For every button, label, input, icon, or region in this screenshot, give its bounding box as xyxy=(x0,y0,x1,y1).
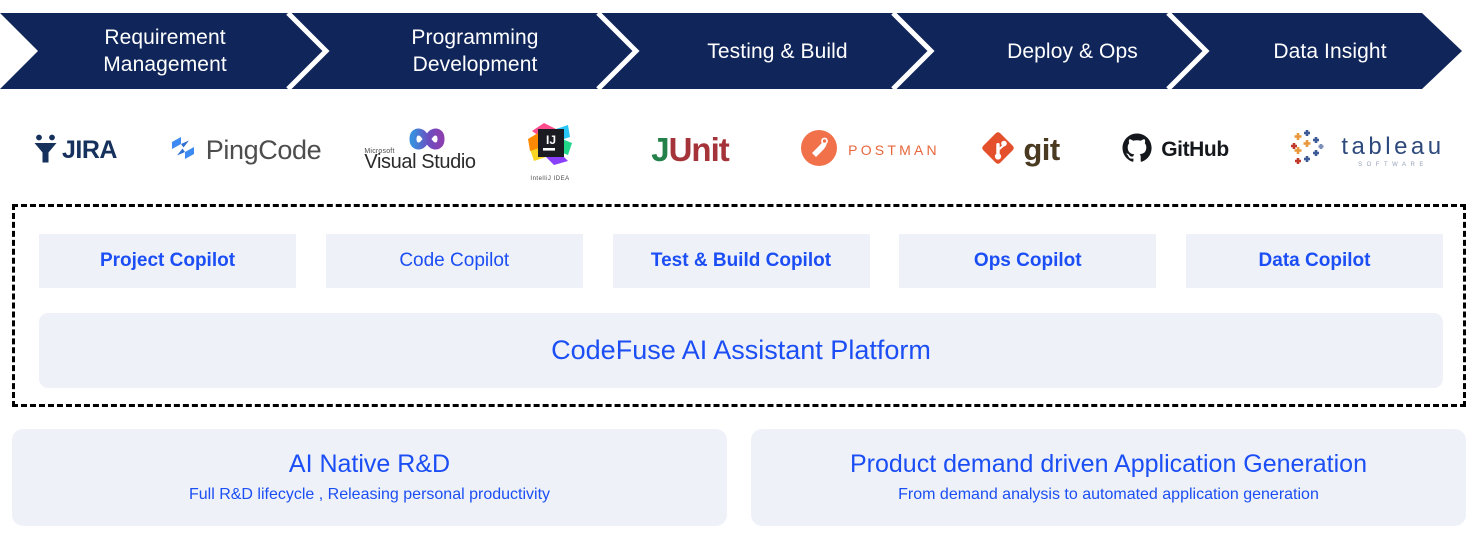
stage-label-line2: Management xyxy=(103,53,227,76)
pingcode-wordmark: PingCode xyxy=(205,134,322,165)
postman-icon xyxy=(800,129,838,172)
stage-label-line1: Programming xyxy=(411,26,539,49)
copilot-box-project[interactable]: Project Copilot xyxy=(39,234,296,288)
chevron-separator-2 xyxy=(596,13,640,89)
stage-label-line2: Development xyxy=(412,53,538,76)
tableau-wordmark: tableau xyxy=(1341,132,1445,160)
tool-logo-row: JIRA PingCode Microsoft xyxy=(0,108,1478,192)
stage-programming-development[interactable]: Programming Development xyxy=(330,13,620,89)
junit-wordmark-part1: J xyxy=(651,131,669,168)
stage-label-line1: Data Insight xyxy=(1273,39,1387,63)
git-icon xyxy=(980,130,1016,171)
tool-logo-intellij-idea[interactable]: IJ IntelliJ IDEA xyxy=(500,108,600,192)
ribbon-shape xyxy=(0,13,1462,89)
github-wordmark: GitHub xyxy=(1161,138,1229,161)
copilot-box-code[interactable]: Code Copilot xyxy=(325,234,583,288)
outcome-card-application-generation[interactable]: Product demand driven Application Genera… xyxy=(751,429,1466,526)
git-wordmark: git xyxy=(1023,132,1060,167)
copilot-box-ops[interactable]: Ops Copilot xyxy=(899,234,1157,288)
copilot-row: Project Copilot Code Copilot Test & Buil… xyxy=(39,234,1443,288)
chevron-separator-4 xyxy=(1166,13,1210,89)
copilot-label: Code Copilot xyxy=(399,250,510,271)
stage-label-line1: Deploy & Ops xyxy=(1007,39,1138,63)
copilot-label: Project Copilot xyxy=(99,250,236,271)
copilot-label: Test & Build Copilot xyxy=(650,250,832,271)
outcome-subtitle: Full R&D lifecycle , Releasing personal … xyxy=(188,486,551,503)
codefuse-platform-panel: Project Copilot Code Copilot Test & Buil… xyxy=(12,204,1466,407)
chevron-separator-3 xyxy=(891,13,935,89)
visual-studio-icon xyxy=(399,126,455,157)
copilot-label: Ops Copilot xyxy=(973,250,1082,271)
stage-data-insight[interactable]: Data Insight xyxy=(1210,13,1450,89)
svg-text:IJ: IJ xyxy=(546,133,556,147)
jira-icon xyxy=(33,133,59,168)
tableau-icon xyxy=(1288,126,1332,175)
tool-logo-jira[interactable]: JIRA xyxy=(0,108,150,192)
tool-logo-pingcode[interactable]: PingCode xyxy=(150,108,340,192)
codefuse-platform-banner[interactable]: CodeFuse AI Assistant Platform xyxy=(39,313,1443,388)
copilot-box-data[interactable]: Data Copilot xyxy=(1186,234,1443,288)
chevron-separator-1 xyxy=(286,13,330,89)
postman-wordmark: POSTMAN xyxy=(848,142,940,158)
visual-studio-wordmark: Visual Studio xyxy=(364,151,476,173)
pingcode-icon xyxy=(169,134,197,167)
tool-logo-github[interactable]: GitHub xyxy=(1095,108,1255,192)
tool-logo-git[interactable]: git xyxy=(945,108,1095,192)
stage-requirement-management[interactable]: Requirement Management xyxy=(20,13,310,89)
outcome-row: AI Native R&D Full R&D lifecycle , Relea… xyxy=(12,429,1466,526)
outcome-subtitle: From demand analysis to automated applic… xyxy=(898,486,1319,503)
visual-studio-vendor-label: Microsoft xyxy=(364,148,395,155)
jira-wordmark: JIRA xyxy=(62,135,117,164)
stage-deploy-ops[interactable]: Deploy & Ops xyxy=(935,13,1210,89)
stage-label-line1: Testing & Build xyxy=(707,39,848,63)
tool-logo-postman[interactable]: POSTMAN xyxy=(780,108,960,192)
outcome-card-ai-native-rd[interactable]: AI Native R&D Full R&D lifecycle , Relea… xyxy=(12,429,727,526)
copilot-label: Data Copilot xyxy=(1258,250,1371,271)
tableau-subtitle: SOFTWARE xyxy=(1358,161,1428,168)
intellij-idea-icon: IJ xyxy=(526,119,574,172)
stage-label-line1: Requirement xyxy=(104,26,226,49)
platform-banner-label: CodeFuse AI Assistant Platform xyxy=(551,335,931,365)
outcome-title: AI Native R&D xyxy=(288,450,451,478)
intellij-idea-wordmark: IntelliJ IDEA xyxy=(530,175,570,182)
tool-logo-tableau[interactable]: tableau SOFTWARE xyxy=(1255,108,1478,192)
stage-testing-build[interactable]: Testing & Build xyxy=(640,13,915,89)
outcome-title: Product demand driven Application Genera… xyxy=(850,450,1367,478)
junit-wordmark-part2: Unit xyxy=(668,131,730,168)
github-icon xyxy=(1121,132,1153,169)
tool-logo-visual-studio[interactable]: Microsoft Visual Studio xyxy=(340,108,500,192)
copilot-box-test-build[interactable]: Test & Build Copilot xyxy=(612,234,870,288)
pipeline-stage-ribbon: Requirement Management Programming Devel… xyxy=(0,13,1478,89)
